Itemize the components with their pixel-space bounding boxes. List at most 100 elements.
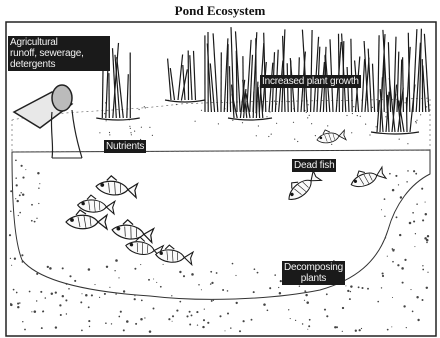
sediment-dot [290, 318, 291, 319]
sediment-dot [31, 311, 32, 312]
sediment-dot [38, 187, 39, 188]
bank-dot [407, 143, 408, 144]
reed-blade [194, 51, 196, 100]
sediment-dot [382, 272, 384, 274]
sediment-dot [243, 320, 245, 322]
sediment-dot [144, 317, 145, 318]
sediment-dot [189, 311, 191, 313]
sediment-dot [22, 193, 24, 195]
sediment-dot [392, 297, 393, 298]
reed-blade [230, 66, 231, 112]
sediment-dot [15, 177, 17, 179]
sediment-dot [14, 258, 16, 260]
bank-dot [294, 139, 295, 140]
sediment-dot [302, 323, 303, 324]
bank-dot [271, 134, 272, 135]
sediment-dot [403, 305, 405, 307]
sediment-dot [239, 330, 241, 332]
bank-dot [268, 136, 269, 137]
sediment-dot [179, 301, 181, 303]
sediment-dot [10, 303, 11, 304]
sediment-dot [89, 326, 90, 327]
bank-dot [360, 116, 361, 117]
sediment-dot [427, 272, 428, 273]
sediment-dot [387, 256, 388, 257]
sediment-dot [361, 328, 362, 329]
sediment-dot [66, 313, 67, 314]
sediment-dot [148, 279, 150, 281]
bank-dot [372, 107, 373, 108]
sediment-dot [62, 295, 64, 297]
sediment-dot [355, 330, 357, 332]
sediment-dot [39, 183, 40, 184]
sediment-dot [140, 318, 143, 321]
nutrients-label: Nutrients [104, 140, 146, 153]
sediment-dot [153, 278, 154, 279]
sediment-dot [156, 282, 157, 283]
bank-dot [256, 135, 257, 136]
sediment-dot [385, 237, 387, 239]
runoff-label: Agricultural runoff, sewerage, detergent… [8, 36, 110, 71]
reed-blade [178, 55, 183, 101]
sediment-dot [274, 274, 276, 276]
sediment-dot [384, 198, 386, 200]
sediment-dot [191, 273, 194, 276]
sediment-dot [115, 259, 118, 262]
sediment-dot [115, 293, 116, 294]
reed-blade [190, 55, 192, 100]
sediment-dot [10, 190, 12, 192]
sediment-dot [135, 323, 137, 325]
bank-dot [106, 120, 107, 121]
sediment-dot [211, 282, 213, 284]
sediment-dot [172, 321, 173, 322]
bank-dot [134, 131, 135, 132]
sediment-dot [191, 314, 193, 316]
bank-dot [307, 117, 308, 118]
sediment-dot [141, 300, 143, 302]
sediment-dot [120, 311, 122, 313]
sediment-dot [168, 318, 170, 320]
sediment-dot [81, 330, 83, 332]
sediment-dot [207, 322, 209, 324]
sediment-dot [307, 329, 308, 330]
bank-dot [376, 126, 377, 127]
sediment-dot [49, 267, 52, 270]
sediment-dot [21, 165, 23, 167]
sediment-dot [413, 220, 415, 222]
sediment-dot [417, 319, 419, 321]
sediment-dot [19, 194, 21, 196]
live-fish [66, 210, 107, 229]
sediment-dot [126, 320, 129, 323]
bank-dot [266, 116, 267, 117]
sediment-dot [361, 287, 363, 289]
sediment-dot [414, 246, 415, 247]
bank-dot [109, 132, 110, 133]
sediment-dot [304, 300, 305, 301]
bank-dot [104, 113, 105, 114]
bank-dot [232, 120, 233, 121]
sediment-dot [36, 273, 38, 275]
sediment-dot [254, 268, 256, 270]
sediment-dot [21, 254, 23, 256]
decomposing-plants-label: Decomposing plants [282, 261, 345, 285]
sediment-dot [85, 294, 88, 297]
sediment-dot [422, 269, 424, 271]
sediment-dot [400, 196, 402, 198]
sediment-dot [227, 290, 229, 292]
sediment-dot [176, 310, 178, 312]
sediment-dot [399, 234, 401, 236]
sediment-dot [19, 302, 21, 304]
bank-dot [274, 101, 275, 102]
sediment-dot [326, 315, 328, 317]
sediment-dot [69, 275, 71, 277]
sediment-dot [269, 287, 271, 289]
sediment-dot [118, 277, 119, 278]
sediment-dot [359, 329, 361, 331]
sediment-dot [278, 287, 279, 288]
sediment-dot [104, 293, 106, 295]
bank-dot [144, 106, 145, 107]
reed-blade [227, 44, 228, 112]
sediment-dot [384, 216, 385, 217]
bank-dot [357, 115, 358, 116]
sediment-dot [401, 267, 404, 270]
